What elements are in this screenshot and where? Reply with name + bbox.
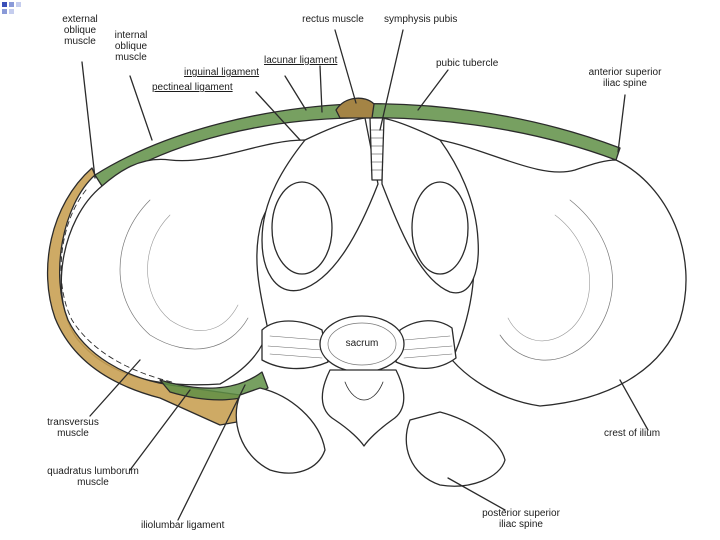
label-iliolumbar-ligament: iliolumbar ligament — [141, 520, 224, 531]
label-anterior-superior-iliac-spine: anterior superior iliac spine — [570, 67, 680, 89]
label-posterior-superior-iliac-spine: posterior superior iliac spine — [466, 508, 576, 530]
right-posterior-ilium — [406, 412, 505, 486]
left-sacral-ala — [262, 321, 328, 369]
leader-inguinal — [285, 76, 306, 110]
label-pectineal-ligament: pectineal ligament — [152, 82, 233, 93]
leader-rectus — [335, 30, 356, 103]
leader-lacunar — [320, 66, 322, 112]
label-sacrum: sacrum — [342, 338, 382, 349]
label-crest-of-ilium: crest of ilium — [604, 428, 660, 439]
leader-crest — [620, 380, 648, 430]
label-internal-oblique: internal oblique muscle — [96, 30, 166, 63]
label-symphysis-pubis: symphysis pubis — [384, 14, 457, 25]
right-ilium — [440, 140, 686, 406]
leader-asis — [618, 95, 625, 152]
leader-pubic-tubercle — [418, 70, 448, 110]
label-quadratus-lumborum: quadratus lumborum muscle — [38, 466, 148, 488]
label-rectus-muscle: rectus muscle — [288, 14, 378, 25]
label-transversus-muscle: transversus muscle — [38, 417, 108, 439]
right-obturator-foramen — [412, 182, 468, 274]
leader-external-oblique — [82, 62, 95, 178]
label-pubic-tubercle: pubic tubercle — [436, 58, 498, 69]
left-obturator-foramen — [272, 182, 332, 274]
label-inguinal-ligament: inguinal ligament — [184, 67, 259, 78]
left-posterior-ilium — [236, 388, 325, 473]
leader-quadratus — [130, 390, 190, 470]
symphysis-pubis-shape — [370, 118, 384, 180]
label-lacunar-ligament: lacunar ligament — [264, 55, 337, 66]
right-sacral-ala — [396, 321, 456, 369]
leader-internal-oblique — [130, 76, 152, 140]
vertebral-arch — [322, 370, 403, 446]
